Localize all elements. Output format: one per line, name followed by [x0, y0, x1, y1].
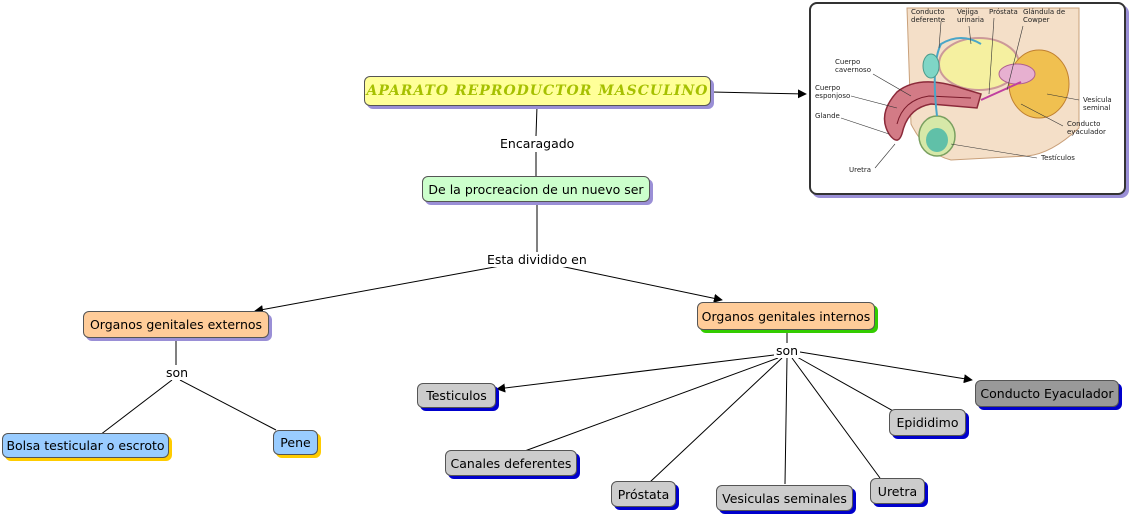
- node-ejaculatory-duct[interactable]: Conducto Eyaculador: [975, 380, 1119, 407]
- label-prostata: Próstata: [989, 8, 1018, 16]
- label-encargado: Encaragado: [498, 136, 577, 151]
- title-node[interactable]: APARATO REPRODUCTOR MASCULINO: [364, 76, 711, 106]
- node-vas-deferens[interactable]: Canales deferentes: [445, 450, 577, 476]
- link-son-prostate: [649, 357, 783, 483]
- link-son-epididymis: [796, 356, 896, 413]
- link-dividido-external: [254, 265, 501, 314]
- anatomy-illustration: [840, 7, 1080, 169]
- link-son-vas: [521, 357, 779, 453]
- link-title-image: [711, 89, 807, 99]
- label-vejiga: Vejiga urinaria: [957, 8, 985, 24]
- node-internal-organs[interactable]: Organos genitales internos: [697, 302, 875, 330]
- link-title-encargado: [535, 105, 538, 137]
- title-text: APARATO REPRODUCTOR MASCULINO: [366, 83, 709, 99]
- label-conducto-eyaculador: Conducto eyaculador: [1067, 120, 1106, 136]
- node-urethra[interactable]: Uretra: [870, 478, 925, 504]
- label-son-external: son: [164, 365, 191, 380]
- label-conducto-deferente: Conducto deferente: [911, 8, 946, 24]
- link-son-testicles: [496, 354, 775, 393]
- link-dividido-internal: [559, 265, 723, 303]
- label-cuerpo-esponjoso: Cuerpo esponjoso: [815, 84, 851, 100]
- node-scrotum[interactable]: Bolsa testicular o escroto: [2, 433, 169, 458]
- label-uretra: Uretra: [849, 166, 872, 174]
- label-dividido: Esta dividido en: [485, 252, 589, 267]
- label-cowper: Glándula de Cowper: [1023, 8, 1066, 24]
- node-penis[interactable]: Pene: [273, 430, 318, 455]
- anatomy-image[interactable]: Conducto deferente Vejiga urinaria Próst…: [809, 2, 1126, 195]
- link-son-penis: [179, 379, 277, 431]
- label-glande: Glande: [815, 112, 840, 120]
- link-son-scrotum: [99, 379, 173, 436]
- node-external-organs[interactable]: Organos genitales externos: [83, 311, 269, 338]
- label-vesicula: Vesícula seminal: [1083, 96, 1112, 112]
- label-cuerpo-cavernoso: Cuerpo cavernoso: [835, 58, 871, 74]
- link-son-urethra: [791, 357, 881, 479]
- link-son-ejaculatory: [799, 351, 973, 384]
- link-son-vesicles: [784, 357, 788, 485]
- label-testiculos: Testículos: [1041, 154, 1075, 162]
- node-prostate[interactable]: Próstata: [611, 481, 676, 507]
- node-testicles[interactable]: Testiculos: [417, 383, 496, 408]
- node-epididymis[interactable]: Epididimo: [889, 409, 966, 436]
- label-son-internal: son: [774, 343, 801, 358]
- node-seminal-vesicles[interactable]: Vesiculas seminales: [716, 485, 853, 511]
- node-procreation[interactable]: De la procreacion de un nuevo ser: [422, 176, 650, 202]
